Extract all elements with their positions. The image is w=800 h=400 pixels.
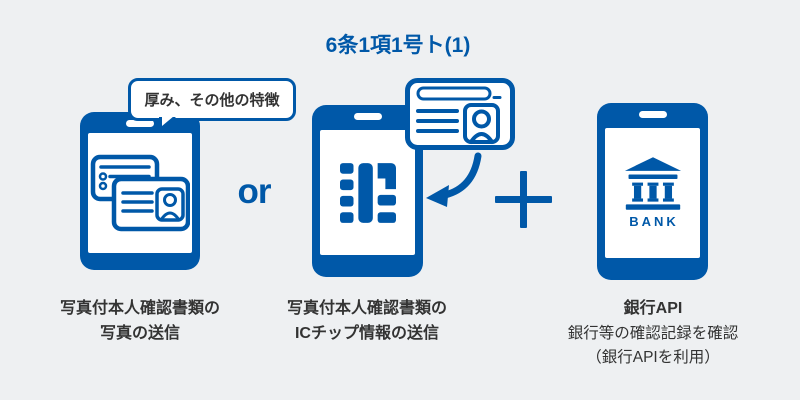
caption-line: （銀行APIを利用）: [586, 348, 720, 366]
caption-ic-chip: 写真付本人確認書類の ICチップ情報の送信: [257, 297, 477, 347]
caption-line: 写真付本人確認書類の: [59, 300, 220, 317]
id-card-icon: [405, 78, 515, 150]
speech-bubble: 厚み、その他の特徴: [128, 78, 296, 132]
phone-screen: BANK: [605, 128, 700, 258]
phone-photo-send: [80, 112, 200, 270]
speaker-bar: [353, 113, 382, 120]
plus-icon: [495, 171, 552, 228]
caption-line: 写真の送信: [99, 324, 180, 342]
phone-screen: [320, 130, 415, 255]
or-label: or: [237, 172, 272, 211]
id-cards-icon: [90, 154, 190, 232]
caption-photo-send: 写真付本人確認書類の 写真の送信: [30, 297, 250, 347]
caption-line: 銀行API: [623, 300, 683, 317]
phone-screen: [88, 133, 192, 253]
caption-bank-api: 銀行API 銀行等の確認記録を確認 （銀行APIを利用）: [528, 297, 778, 370]
phone-ic-chip: [312, 105, 423, 277]
speaker-bar: [638, 111, 667, 118]
page-title: 6条1項1号ト(1): [325, 34, 471, 57]
curved-arrow-icon: [426, 152, 482, 207]
phone-bank-api: BANK: [597, 103, 708, 280]
caption-line: 写真付本人確認書類の: [286, 300, 447, 317]
speech-bubble-text: 厚み、その他の特徴: [144, 92, 280, 109]
bank-icon: [624, 157, 681, 210]
caption-line: ICチップ情報の送信: [294, 324, 439, 342]
speaker-bar: [126, 120, 154, 127]
ic-chip-icon: [339, 162, 396, 223]
caption-line: 銀行等の確認記録を確認: [567, 324, 739, 342]
bank-label: BANK: [629, 214, 679, 229]
